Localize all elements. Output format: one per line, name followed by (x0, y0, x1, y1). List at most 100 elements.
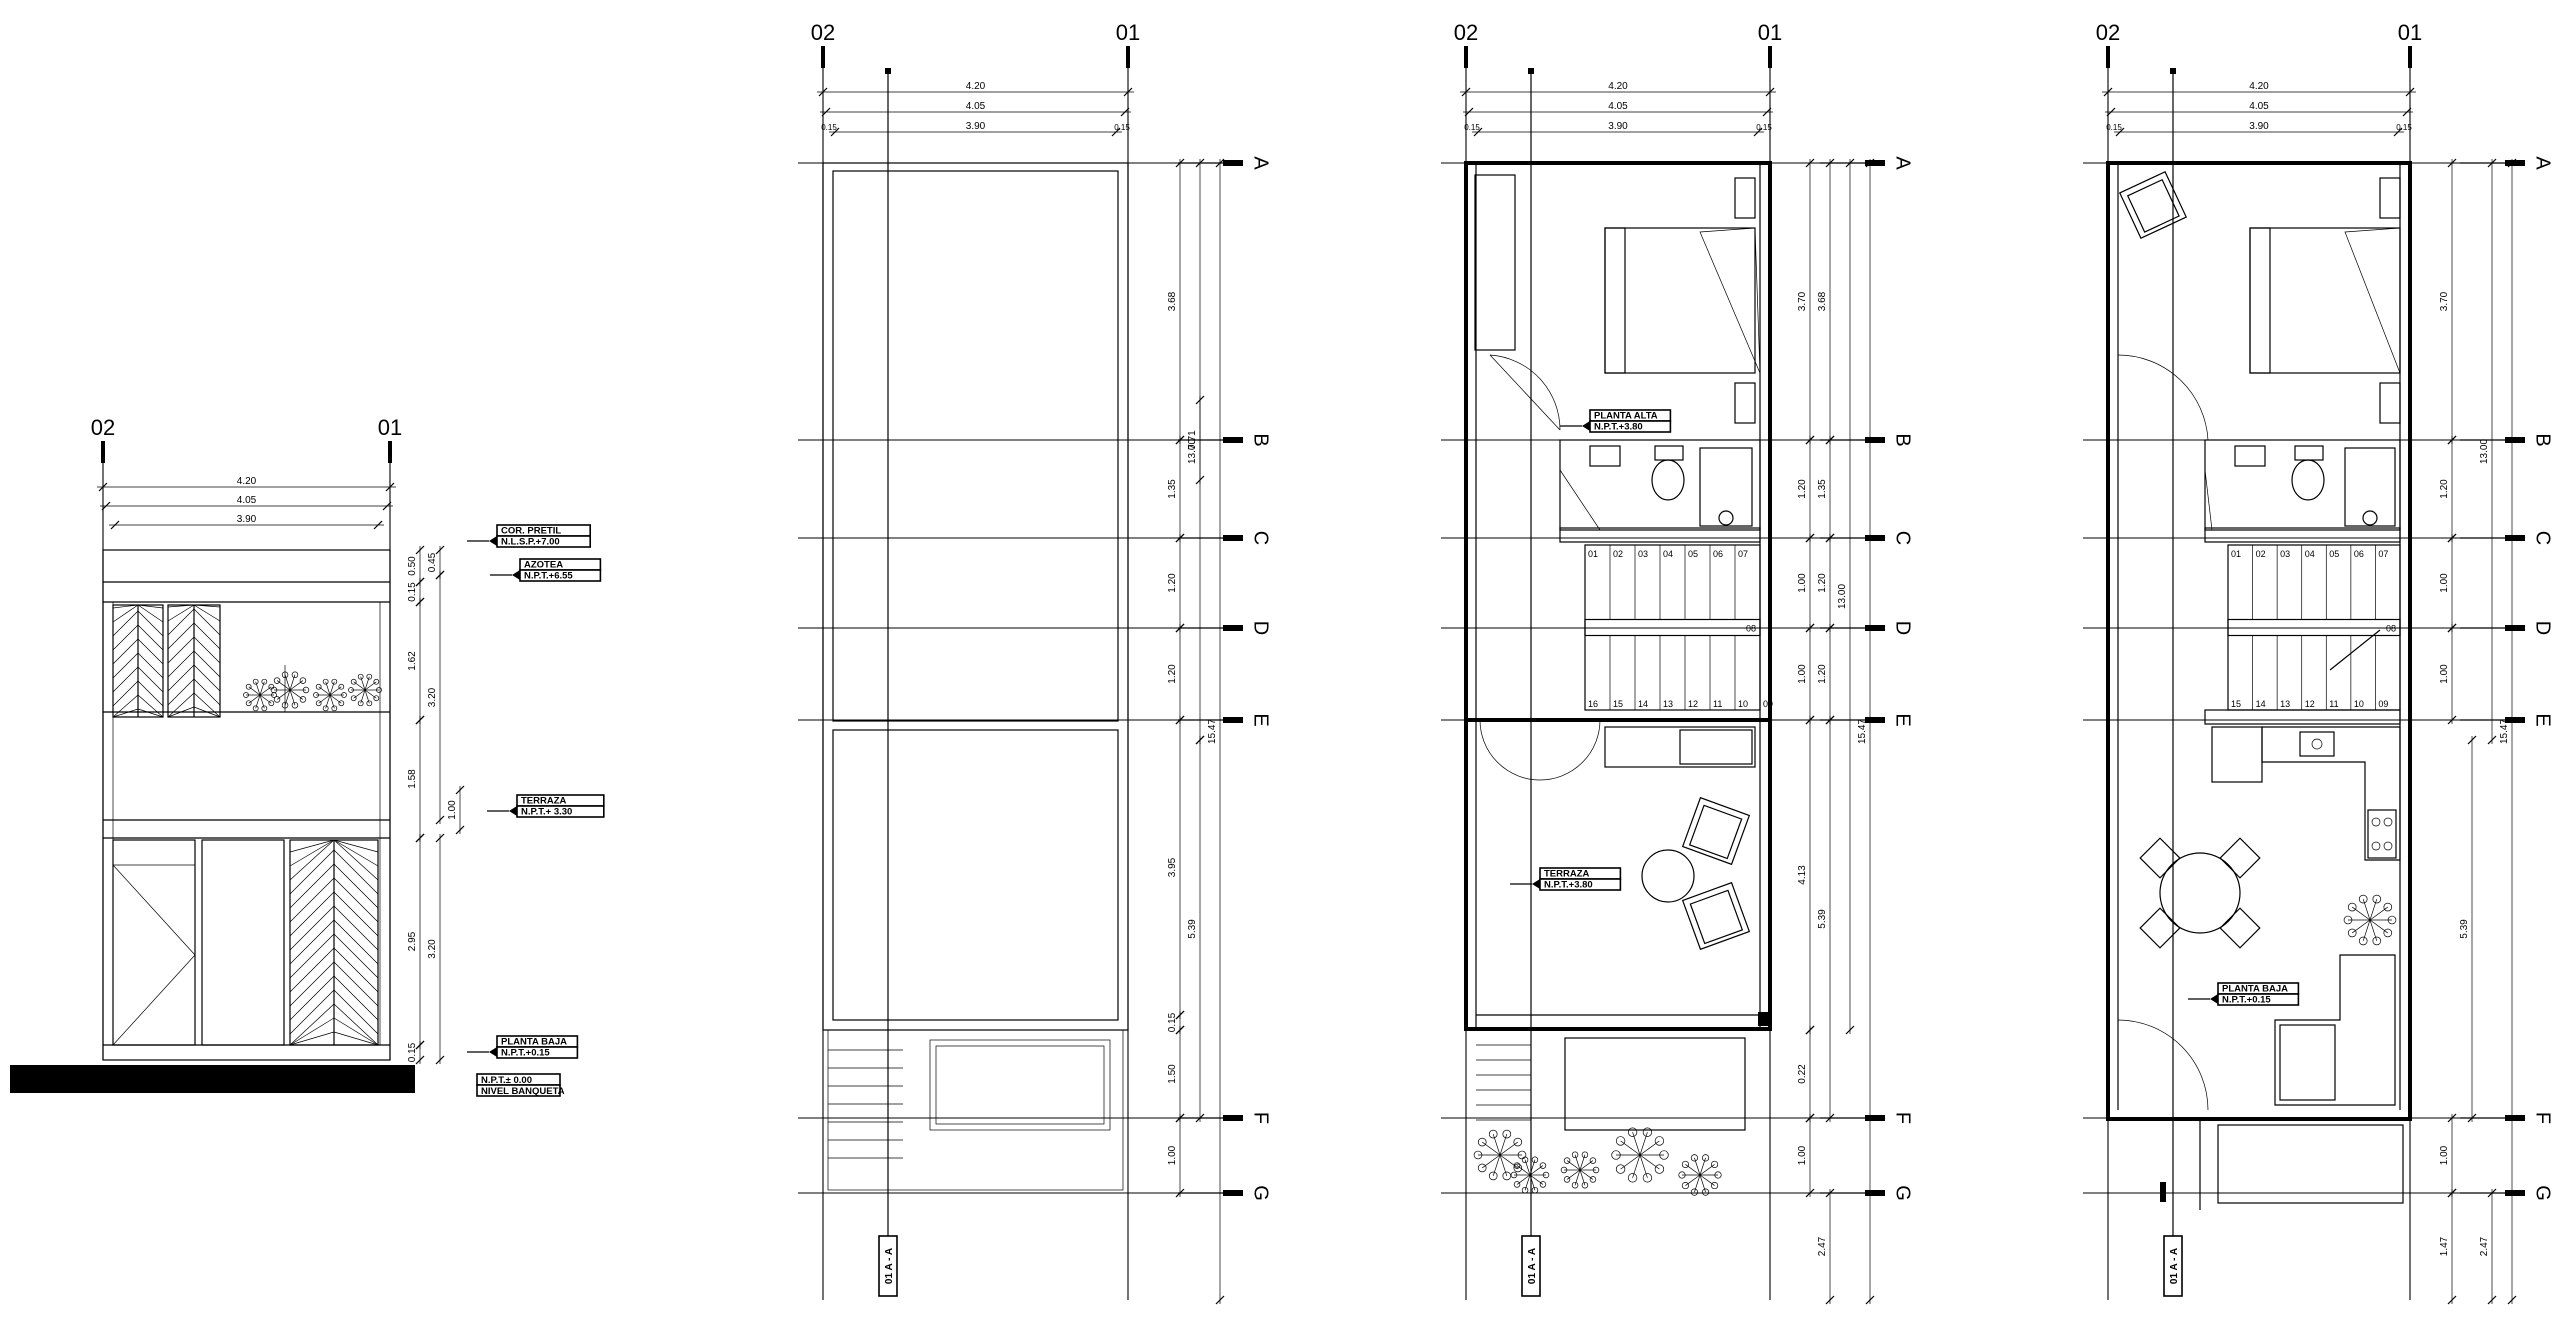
dimension-label: 1.20 (1797, 479, 1808, 499)
panel-slat (137, 624, 164, 651)
dimension-label: 4.05 (1608, 101, 1628, 112)
plant-leaf (1499, 1154, 1508, 1177)
plant-leaf-tip (1592, 1166, 1600, 1174)
bed-icon (1604, 227, 1756, 374)
dimension-tick (2447, 435, 2457, 445)
panel-slat (289, 863, 335, 909)
stair-step-number: 13 (2280, 699, 2290, 709)
plant-leaf-tip (291, 671, 299, 679)
axis-02-label: 02 (91, 415, 115, 440)
panel-slat (112, 708, 139, 718)
dimension-tick (415, 597, 425, 607)
panel-slat (112, 680, 139, 707)
dimension-tick (1195, 1113, 1205, 1123)
axis-bubble (2505, 437, 2525, 443)
upper-lattice-panel (167, 604, 221, 718)
section-mark-label: 01 A - A (1527, 1248, 1538, 1284)
plant-leaf-tip (315, 683, 322, 690)
plant-leaf-tip (2383, 928, 2393, 938)
plant-leaf-tip (322, 678, 329, 685)
stair-step-number: 14 (2256, 699, 2266, 709)
dimension-tick (415, 833, 425, 843)
dimension-label: 1.62 (407, 651, 418, 671)
garden-plant-icon (1560, 1151, 1600, 1189)
bench-icon (1604, 726, 1756, 768)
plant-leaf-tip (271, 692, 277, 698)
plant-leaf-tip (1521, 1156, 1529, 1164)
plant-leaf (1481, 1141, 1501, 1156)
plant-leaf-tip (270, 686, 278, 694)
dimension-tick (2103, 87, 2113, 97)
dimension-tick (1464, 107, 1474, 117)
dimension-tick (1195, 158, 1205, 168)
plant-leaf-tip (1659, 1150, 1669, 1160)
axis-row-label: D (1892, 621, 1914, 635)
dimension-tick (818, 87, 828, 97)
stove-burner-icon (2383, 841, 2393, 851)
panel-slat (167, 692, 195, 718)
plant-leaf (2369, 919, 2378, 942)
dimension-tick (1111, 127, 1121, 137)
dimension-tick (382, 501, 392, 511)
level-title: COR. PRETIL (501, 526, 561, 537)
axis-bubble (1223, 717, 1243, 723)
axis-02-label: 02 (1454, 20, 1478, 45)
plant-leaf (1579, 1169, 1594, 1180)
axis-bubble (1865, 1190, 1885, 1196)
pool-inner-outline (935, 1045, 1105, 1125)
axis-01-label: 01 (2398, 20, 2422, 45)
bed-blanket-fold (1699, 227, 1761, 374)
panel-slat (112, 638, 139, 665)
dimension-label: 1.20 (1167, 664, 1178, 684)
stair-step-number: 06 (1713, 549, 1723, 559)
axis-row-label: C (1250, 531, 1272, 545)
stair-step-number: 01 (1588, 549, 1598, 559)
panel-slat (333, 863, 379, 909)
wall-section (1559, 527, 1761, 543)
ground-lattice-panel (289, 839, 379, 1046)
plant-leaf-tip (1477, 1163, 1487, 1173)
gate-post (2160, 1182, 2166, 1202)
plant-leaf (1499, 1141, 1519, 1156)
plant-leaf-tip (252, 705, 259, 712)
plant-leaf-tip (1701, 1188, 1710, 1196)
stair-step-number: 08 (2386, 624, 2396, 634)
plant-leaf (289, 689, 304, 700)
plant-leaf-tip (1563, 1157, 1571, 1164)
plant-leaf-tip (1581, 1151, 1589, 1159)
shower-drain-icon (2362, 510, 2378, 526)
plant-leaf-tip (1571, 1181, 1579, 1189)
plant-leaf (1566, 1160, 1581, 1171)
dimension-label: 3.20 (427, 687, 438, 707)
panel-slat (193, 604, 221, 608)
section-mark-label: 01 A - A (2169, 1248, 2180, 1284)
plant-leaf (1524, 1159, 1531, 1176)
axis-01-label: 01 (1758, 20, 1782, 45)
closet-shelves (1474, 174, 1516, 351)
plant-leaf-tip (1589, 1176, 1597, 1183)
plant-leaf (1529, 1174, 1544, 1185)
bed-headboard (1604, 227, 1626, 374)
plant-leaf (1579, 1154, 1586, 1171)
lower-yard-outline (827, 1029, 1124, 1191)
panel-slat (167, 604, 195, 622)
plant-leaf (1579, 1160, 1594, 1171)
plant-leaf (1524, 1174, 1531, 1191)
dimension-tick (1825, 1188, 1835, 1198)
dimension-tick (2447, 1113, 2457, 1123)
dimension-tick (98, 482, 108, 492)
stair-step-number: 03 (1638, 549, 1648, 559)
plant-leaf-tip (2358, 894, 2368, 904)
axis-bubble (2505, 1190, 2525, 1196)
axis-row-label: C (2532, 531, 2554, 545)
dimension-label: 15.47 (1857, 719, 1868, 744)
stair-step-number: 05 (1688, 549, 1698, 559)
plant-leaf-tip (348, 687, 354, 693)
stair-step-number: 04 (2305, 549, 2315, 559)
dimension-label: 0.15 (407, 582, 418, 602)
stair-step-number: 12 (1688, 699, 1698, 709)
level-value: N.P.T.+ 3.30 (521, 807, 572, 818)
